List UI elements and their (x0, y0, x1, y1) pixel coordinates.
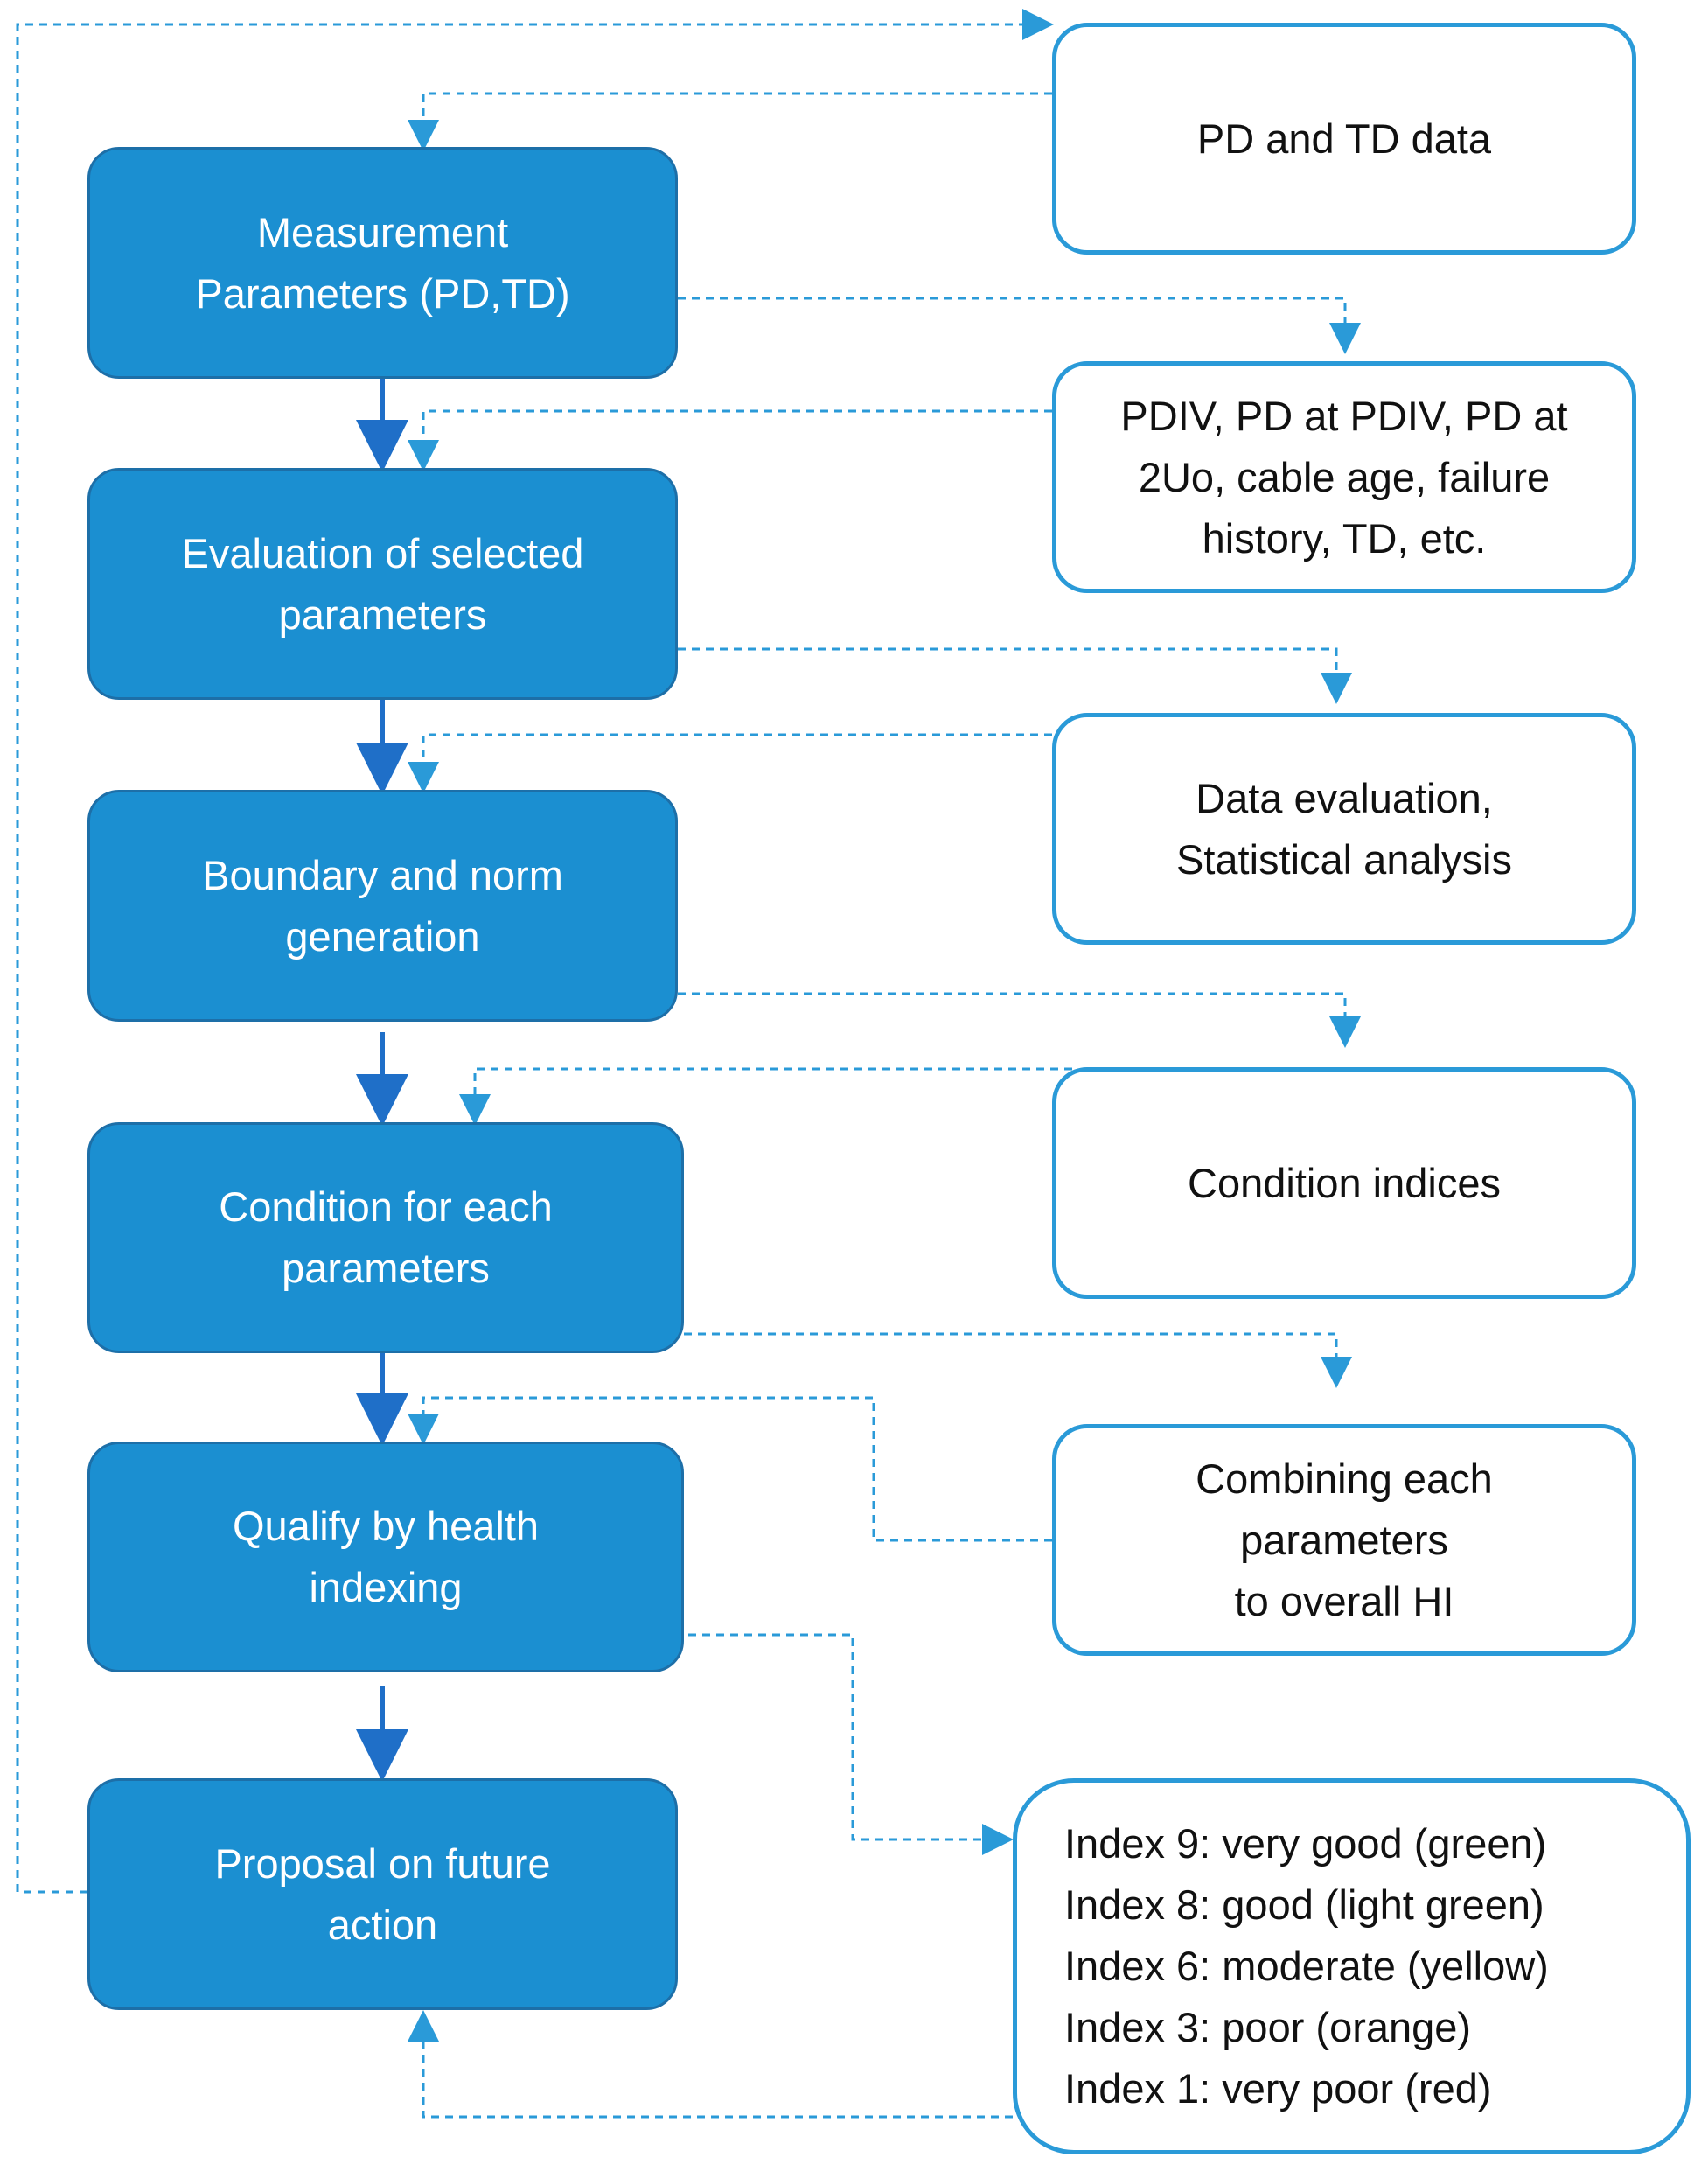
step-condition-for-each-parameters: Condition for each parameters (87, 1122, 684, 1353)
step-label-line: Qualify by health (232, 1503, 540, 1549)
info-box-combining-parameters: Combining each parameters to overall HI (1052, 1424, 1636, 1656)
step-label-line: action (327, 1901, 438, 1948)
legend-index-1: Index 1: very poor (red) (1064, 2065, 1492, 2112)
info-label-line: PD and TD data (1196, 115, 1492, 162)
feedback-loop-connector (16, 9, 1054, 1894)
health-index-legend: Index 9: very good (green) Index 8: good… (1013, 1778, 1691, 2154)
step-label-line: Evaluation of selected (181, 529, 584, 576)
legend-index-3: Index 3: poor (orange) (1064, 2004, 1472, 2050)
dash-connector-3 (408, 409, 1052, 471)
dash-connector-10 (688, 1633, 1014, 1855)
info-label-line: PDIV, PD at PDIV, PD at (1120, 392, 1568, 439)
step-proposal-on-future-action: Proposal on future action (87, 1778, 678, 2010)
legend-index-6: Index 6: moderate (yellow) (1064, 1943, 1549, 1989)
info-label-line: Statistical analysis (1176, 835, 1512, 883)
info-label-line: parameters (1240, 1516, 1448, 1563)
step-label-line: Parameters (PD,TD) (195, 269, 570, 317)
dash-connector-1 (408, 92, 1052, 151)
info-label-line: Condition indices (1188, 1159, 1501, 1206)
step-evaluation-of-selected-parameters: Evaluation of selected parameters (87, 468, 678, 700)
info-box-pd-td-data: PD and TD data (1052, 23, 1636, 255)
step-label-line: generation (285, 912, 480, 960)
info-box-data-evaluation: Data evaluation, Statistical analysis (1052, 713, 1636, 945)
step-label-line: Measurement (256, 208, 509, 255)
step-label-line: parameters (278, 590, 487, 638)
step-boundary-and-norm-generation: Boundary and norm generation (87, 790, 678, 1022)
step-label-line: Condition for each (219, 1183, 553, 1230)
info-box-condition-indices: Condition indices (1052, 1067, 1636, 1299)
legend-index-9: Index 9: very good (green) (1064, 1820, 1547, 1867)
info-label-line: history, TD, etc. (1202, 514, 1487, 562)
info-box-pdiv-parameters: PDIV, PD at PDIV, PD at 2Uo, cable age, … (1052, 361, 1636, 593)
step-qualify-by-health-indexing: Qualify by health indexing (87, 1442, 684, 1672)
info-label-line: Data evaluation, (1196, 774, 1493, 821)
step-label-line: parameters (282, 1245, 490, 1291)
dash-connector-9 (408, 1396, 1052, 1542)
info-label-line: to overall HI (1234, 1577, 1454, 1624)
step-label-line: indexing (309, 1564, 463, 1610)
dash-connector-6 (678, 992, 1361, 1048)
dash-connector-2 (678, 297, 1361, 354)
dash-connector-5 (408, 733, 1052, 793)
step-label-line: Boundary and norm (202, 851, 563, 898)
dash-connector-11 (408, 2010, 1013, 2119)
legend-index-8: Index 8: good (light green) (1064, 1881, 1544, 1928)
step-label-line: Proposal on future (214, 1839, 551, 1887)
dash-connector-4 (678, 647, 1352, 704)
step-measurement-parameters: Measurement Parameters (PD,TD) (87, 147, 678, 379)
info-label-line: 2Uo, cable age, failure (1138, 453, 1551, 500)
dash-connector-8 (684, 1332, 1352, 1388)
dash-connector-7 (459, 1067, 1072, 1126)
info-label-line: Combining each (1196, 1455, 1493, 1502)
